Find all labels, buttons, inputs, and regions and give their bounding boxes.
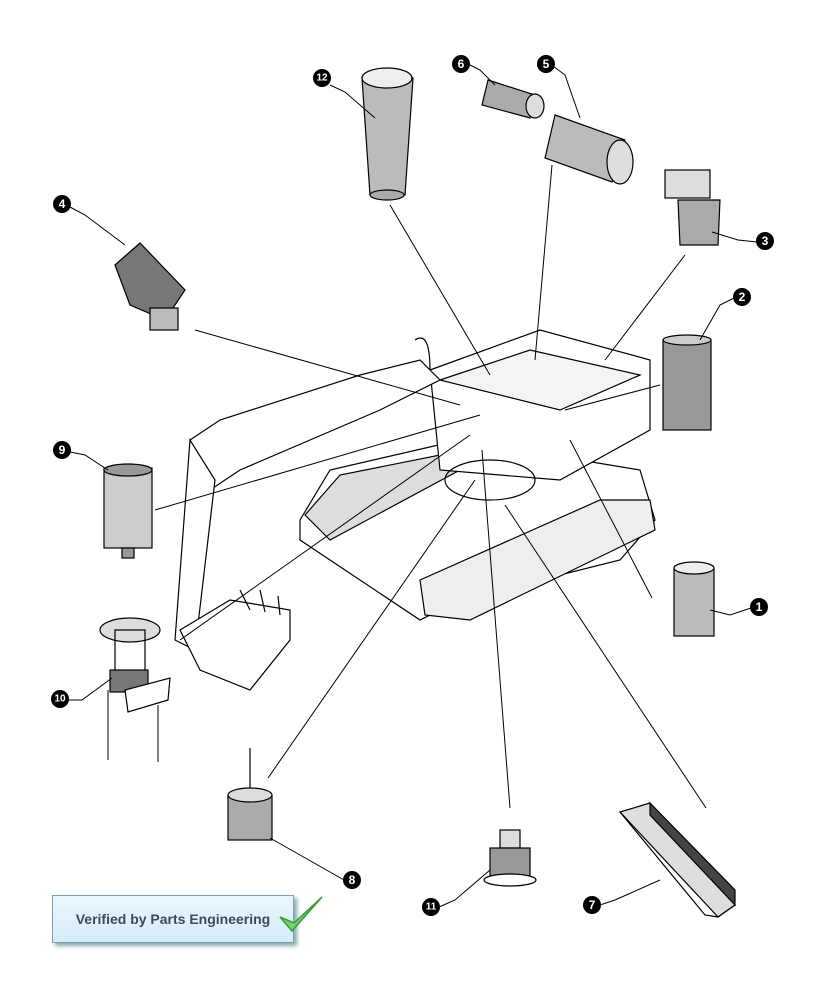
callout-4[interactable]: 4 [53, 195, 71, 213]
part-9-fuel-filter [103, 463, 153, 559]
callout-12[interactable]: 12 [313, 69, 331, 87]
excavator-illustration [174, 329, 656, 691]
callout-5[interactable]: 5 [537, 55, 555, 73]
callout-6[interactable]: 6 [452, 55, 470, 73]
part-10-breather [99, 617, 171, 713]
part-1-oil-filter [673, 561, 715, 637]
leader-lines [107, 164, 707, 809]
callouts: 1 2 3 4 5 6 7 8 9 10 11 12 [51, 55, 774, 916]
part-8-filter-element [227, 748, 273, 841]
callout-10[interactable]: 10 [51, 690, 69, 708]
svg-text:7: 7 [589, 898, 596, 912]
part-5-filter [544, 114, 634, 185]
svg-text:12: 12 [316, 73, 328, 84]
part-3-water-separator [664, 169, 721, 246]
svg-text:9: 9 [59, 443, 66, 457]
callout-11[interactable]: 11 [422, 898, 440, 916]
callout-8[interactable]: 8 [343, 871, 361, 889]
callout-1[interactable]: 1 [750, 598, 768, 616]
svg-text:1: 1 [756, 600, 763, 614]
part-7-cab-filter [618, 801, 736, 918]
part-2-filter [662, 334, 712, 431]
verified-badge: Verified by Parts Engineering [52, 895, 294, 943]
callout-2[interactable]: 2 [733, 288, 751, 306]
checkmark-icon [279, 896, 323, 933]
callout-7[interactable]: 7 [583, 896, 601, 914]
svg-text:4: 4 [59, 197, 66, 211]
part-4-valve [114, 242, 186, 331]
svg-text:3: 3 [762, 234, 769, 248]
svg-text:2: 2 [739, 290, 746, 304]
callout-leaders [68, 63, 758, 908]
svg-text:11: 11 [426, 902, 437, 913]
svg-text:8: 8 [349, 873, 356, 887]
part-11-strainer [483, 829, 537, 887]
verified-text: Verified by Parts Engineering [75, 911, 271, 927]
callout-9[interactable]: 9 [53, 441, 71, 459]
svg-text:5: 5 [543, 57, 550, 71]
svg-text:10: 10 [54, 694, 66, 705]
svg-text:6: 6 [458, 57, 465, 71]
part-6-filter [481, 79, 545, 119]
part-12-strainer [361, 67, 414, 201]
callout-3[interactable]: 3 [756, 232, 774, 250]
